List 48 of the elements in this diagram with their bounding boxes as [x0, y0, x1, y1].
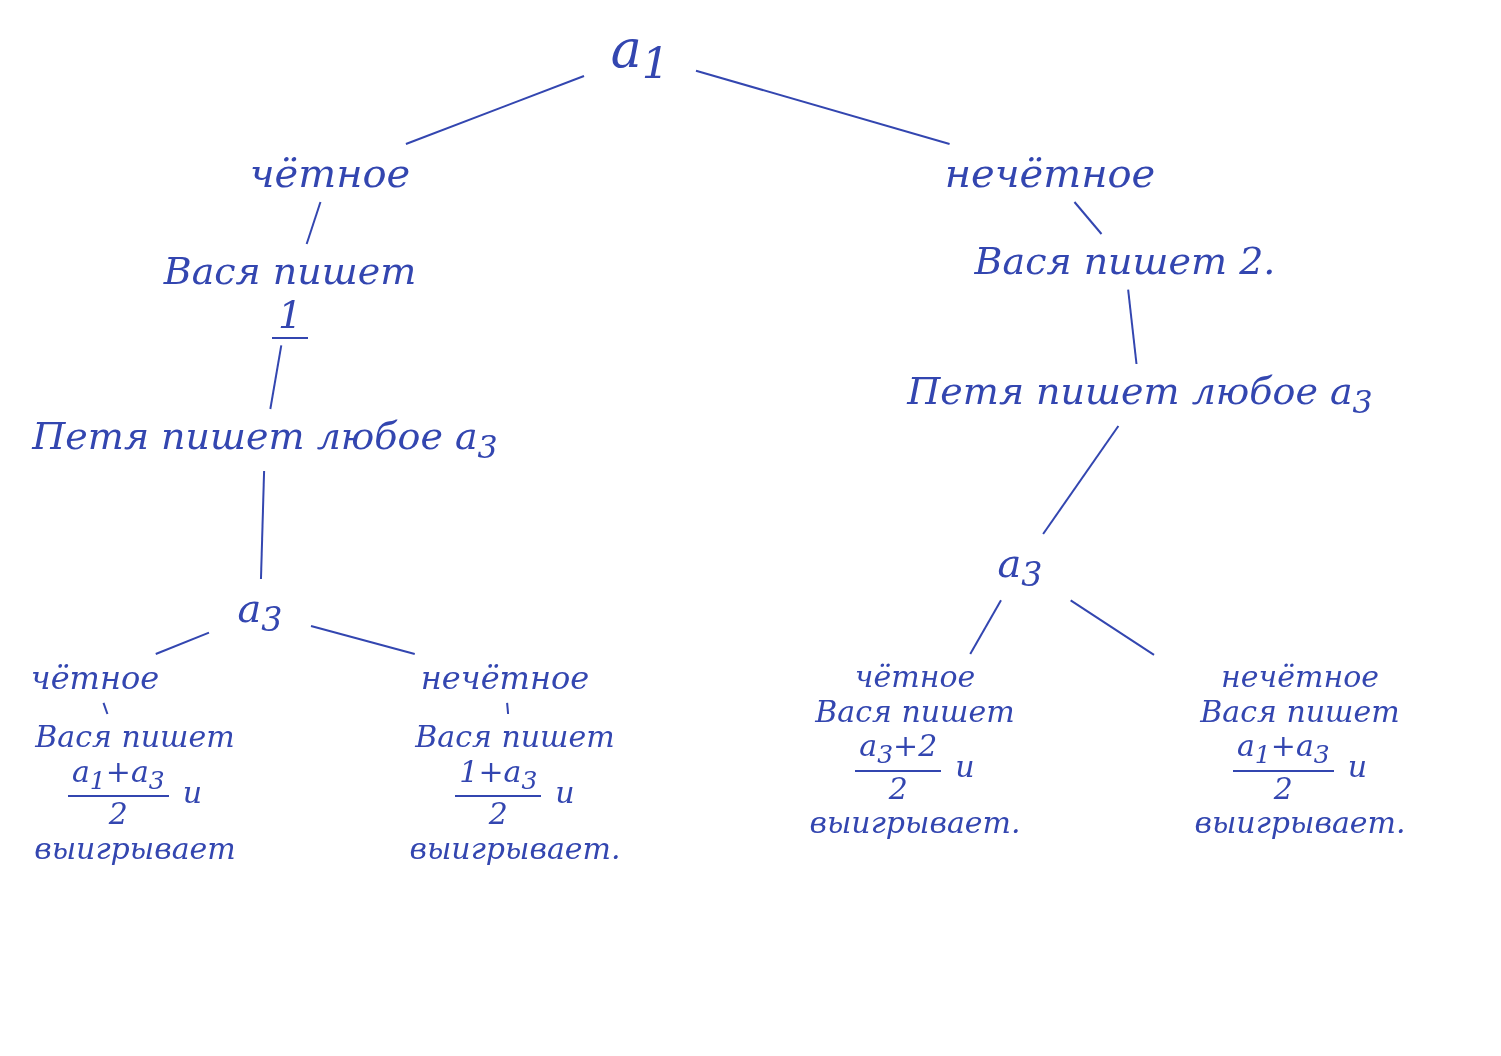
node-text: и — [555, 775, 575, 811]
node-text: Петя пишет любое a$_{3}$ — [905, 370, 1374, 420]
node-text: чётное — [248, 150, 412, 196]
node-text: нечётное — [943, 150, 1157, 196]
tree-line — [1042, 425, 1120, 535]
denominator: 2 — [108, 797, 128, 832]
node-text: Петя пишет любое a$_{3}$ — [30, 415, 499, 465]
node-text: Вася пишет — [1199, 694, 1401, 729]
node-text: выигрывает. — [1193, 806, 1407, 841]
tree-line — [969, 599, 1002, 655]
tree-line — [1127, 288, 1138, 365]
node-text: и — [1347, 750, 1368, 785]
denominator: 2 — [488, 797, 508, 832]
tree-line — [259, 470, 266, 580]
node-text: чётное — [29, 660, 161, 697]
node-text: выигрывает — [33, 831, 237, 867]
tree-line — [1073, 201, 1103, 235]
denominator: 2 — [888, 771, 908, 807]
node-text: Вася пишет — [814, 694, 1016, 729]
numerator: 1+a$_{3}$ — [455, 754, 542, 798]
numerator: a$_{1}$+a$_{3}$ — [67, 754, 169, 798]
node-text: чётное — [853, 660, 977, 695]
tree-line — [404, 75, 585, 145]
node-text: Вася пишет — [414, 720, 616, 755]
node-text: и — [955, 750, 975, 785]
denominator: 2 — [1273, 771, 1293, 807]
node-text: выигрывает. — [408, 831, 622, 867]
numerator: a$_{1}$+a$_{3}$ — [1232, 729, 1334, 772]
tree-line — [695, 69, 951, 145]
node-text: Вася пишет — [34, 720, 236, 755]
tree-line — [102, 701, 109, 715]
node-text: нечётное — [1220, 660, 1380, 695]
tree-line — [154, 631, 210, 655]
numerator: a$_{3}$+2 — [855, 729, 942, 772]
tree-line — [310, 624, 416, 655]
node-text: a$_{1}$ — [609, 20, 671, 90]
node-text: и — [182, 775, 203, 811]
node-text: Вася пишет — [162, 250, 418, 294]
node-text: Вася пишет 2. — [973, 240, 1277, 284]
node-text: выигрывает. — [808, 806, 1022, 841]
tree-line — [269, 344, 283, 410]
tree-line — [1069, 599, 1155, 656]
tree-line — [305, 201, 322, 245]
tree-line — [506, 701, 510, 715]
node-text: нечётное — [419, 660, 591, 697]
node-text: a$_{3}$ — [996, 540, 1044, 595]
node-text: 1 — [271, 293, 309, 340]
node-text: a$_{3}$ — [236, 585, 284, 640]
